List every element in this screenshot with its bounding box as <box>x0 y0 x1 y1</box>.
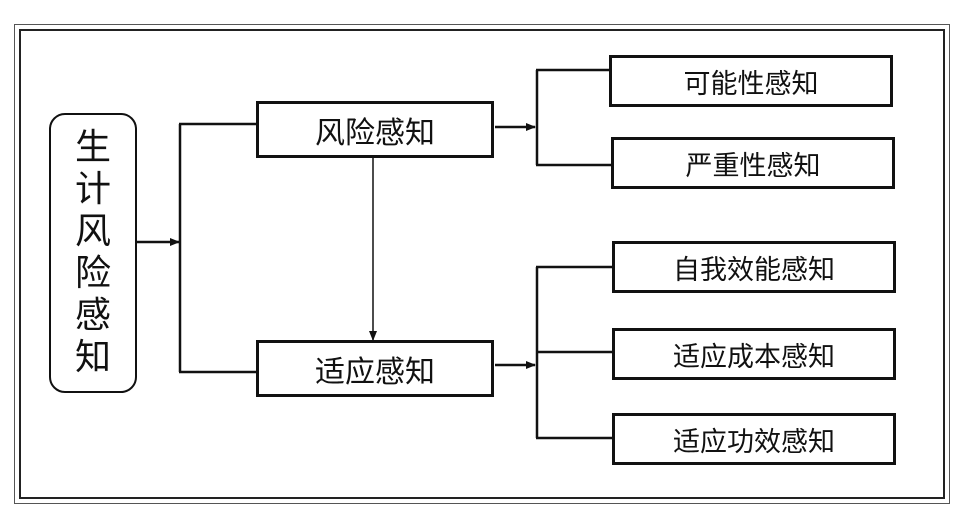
adaptation-perception-node: 适应感知 <box>256 340 494 397</box>
adaptation-perception-label: 适应感知 <box>315 354 435 390</box>
probability-perception-node: 可能性感知 <box>609 55 893 107</box>
severity-perception-node: 严重性感知 <box>611 137 895 189</box>
risk-perception-node: 风险感知 <box>256 101 494 158</box>
probability-perception-label: 可能性感知 <box>683 68 819 100</box>
adaptation-cost-perception-node: 适应成本感知 <box>612 328 896 380</box>
root-node: 生计风险感知 <box>49 113 137 393</box>
self-efficacy-perception-label: 自我效能感知 <box>673 254 835 286</box>
adaptation-cost-perception-label: 适应成本感知 <box>673 341 835 373</box>
inner-frame <box>19 29 945 499</box>
outer-frame <box>14 24 950 504</box>
root-label: 生计风险感知 <box>74 127 111 378</box>
risk-perception-label: 风险感知 <box>315 115 435 151</box>
self-efficacy-perception-node: 自我效能感知 <box>612 241 896 293</box>
adaptation-efficacy-perception-label: 适应功效感知 <box>673 426 835 458</box>
severity-perception-label: 严重性感知 <box>685 150 821 182</box>
adaptation-efficacy-perception-node: 适应功效感知 <box>612 413 896 465</box>
